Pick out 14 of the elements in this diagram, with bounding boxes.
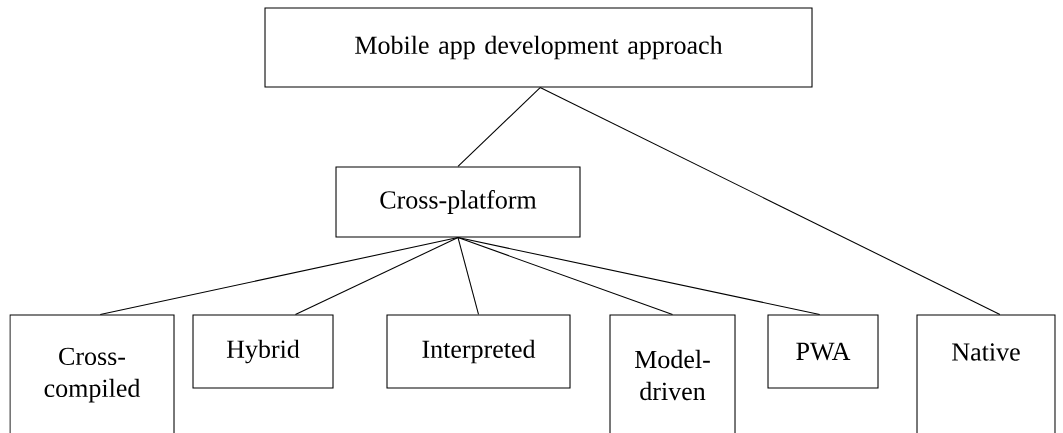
connector-line (539, 87, 1001, 315)
category-box: Hybrid (192, 314, 334, 389)
connector-line (457, 87, 541, 167)
category-box: Cross-compiled (9, 314, 175, 433)
category-box: Mobile app development approach (264, 7, 813, 88)
connector-line (457, 237, 480, 315)
category-box: Model-driven (609, 314, 736, 433)
category-box: Native (916, 314, 1056, 433)
category-box: Cross-platform (335, 166, 581, 238)
connector-line (294, 237, 459, 315)
connector-line (457, 237, 821, 315)
connector-line (99, 237, 459, 315)
category-box: Interpreted (386, 314, 571, 389)
category-box: PWA (767, 314, 879, 389)
